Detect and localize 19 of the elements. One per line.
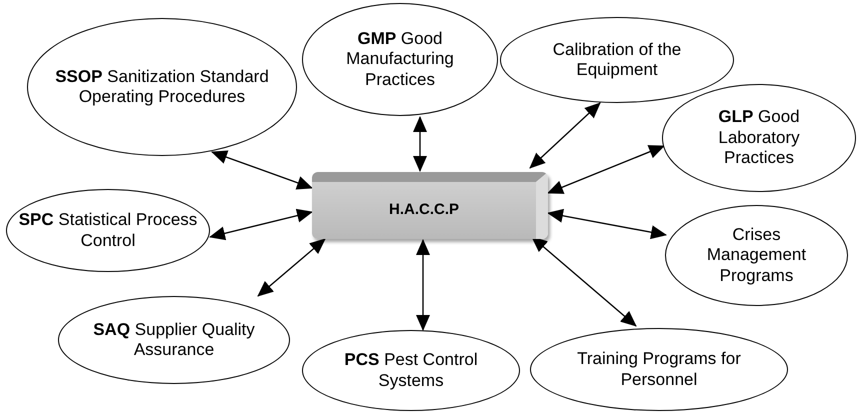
double-arrow — [209, 208, 313, 240]
double-arrow — [416, 239, 430, 331]
double-arrow — [257, 238, 326, 297]
node-label: SSOP Sanitization Standard Operating Procedures — [54, 66, 270, 108]
double-arrow — [529, 102, 601, 169]
node-label: PCS Pest Control Systems — [343, 350, 479, 391]
double-arrow — [413, 116, 427, 172]
beveled-box — [312, 172, 548, 239]
node-title: H.A.C.C.P — [388, 201, 459, 220]
node-label: Calibration of the Equipment — [552, 40, 682, 80]
node-label: SAQ Supplier Quality Assurance — [92, 320, 256, 360]
node-label: SPC Statistical Process Control — [18, 210, 198, 251]
double-arrow — [547, 208, 667, 240]
double-arrow — [547, 145, 665, 194]
double-arrow — [211, 150, 313, 190]
node-label: GLP Good Laboratory Practices — [717, 107, 801, 169]
node-label: GMP Good Manufacturing Practices — [345, 28, 455, 90]
node-label: Training Programs for Personnel — [576, 349, 742, 390]
node-label: Crises Management Programs — [706, 224, 808, 286]
